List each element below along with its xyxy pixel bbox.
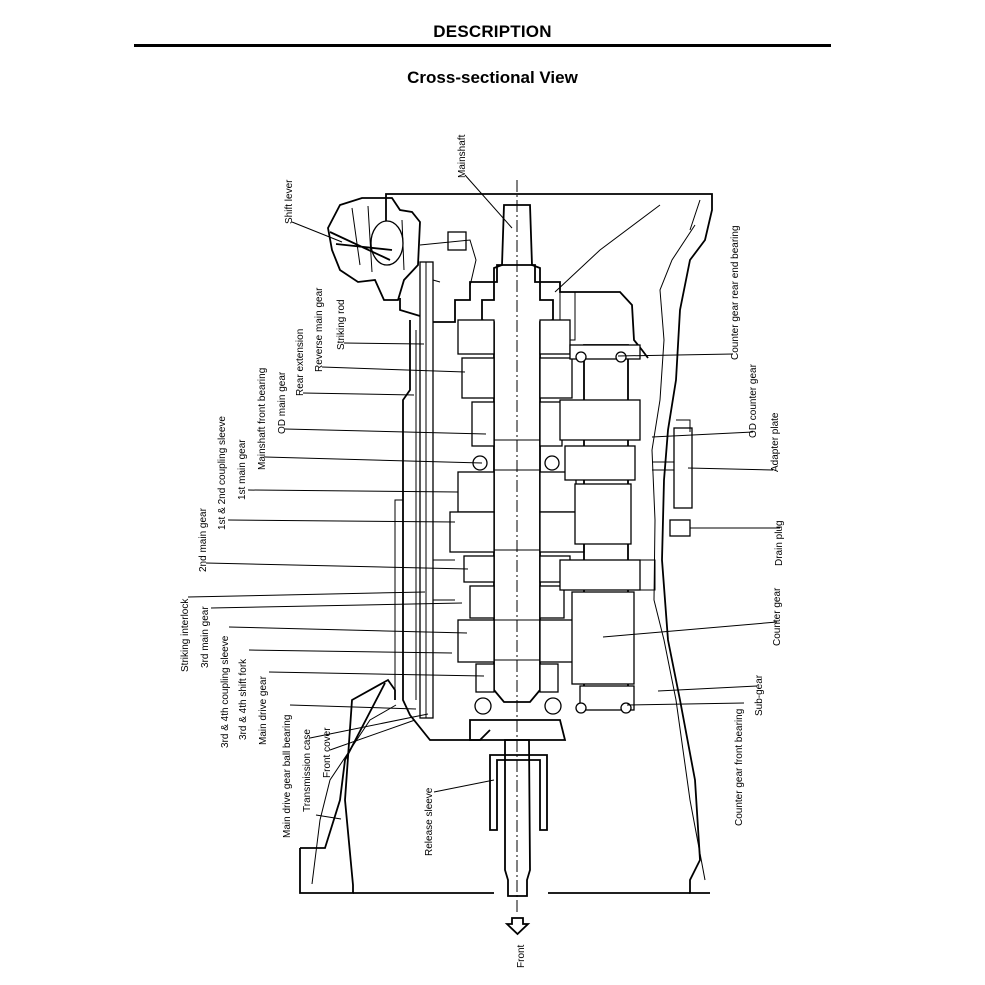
transmission-case-outline [299,678,396,894]
label-striking-rod: Striking rod [336,299,347,350]
input-shaft [504,739,531,897]
label-third-main-gear: 3rd main gear [200,606,211,668]
case-inner-wall-right [651,199,706,881]
label-mainshaft: Mainshaft [457,134,468,178]
mainshaft-gears [449,319,585,715]
label-front-cover: Front cover [322,727,333,778]
label-main-drive-gear-ball-bearing: Main drive gear ball bearing [282,715,293,838]
drain-plug [669,519,691,537]
label-main-drive-gear: Main drive gear [258,675,269,745]
front-arrow-icon [504,917,531,936]
counter-gear-assembly [559,344,656,714]
transmission-drawing [299,180,713,936]
label-counter-gear-front-bearing: Counter gear front bearing [734,709,745,826]
diagram-title: Cross-sectional View [407,68,578,87]
label-mainshaft-front-bearing: Mainshaft front bearing [257,368,268,470]
case-inner-wall-left [311,704,397,885]
label-counter-gear: Counter gear [772,587,783,646]
header-rule [134,44,831,47]
label-third-fourth-shift-fork: 3rd & 4th shift fork [238,658,249,740]
label-reverse-main-gear: Reverse main gear [314,287,325,372]
label-shift-lever: Shift lever [284,179,295,224]
label-first-second-coupling-sleeve: 1st & 2nd coupling sleeve [217,416,228,530]
transmission-case-right-outline [385,193,713,894]
shift-lever-assembly [327,197,477,301]
front-cover [469,719,567,741]
label-release-sleeve: Release sleeve [424,787,435,856]
label-rear-extension: Rear extension [295,329,306,396]
label-counter-gear-rear-end-bearing: Counter gear rear end bearing [730,225,741,360]
label-third-fourth-coupling-sleeve: 3rd & 4th coupling sleeve [220,635,231,748]
rear-extension-outline [399,264,649,359]
mainshaft-body [481,204,554,703]
label-sub-gear: Sub-gear [754,674,765,716]
release-sleeve-body [489,754,548,831]
label-striking-interlock: Striking interlock [180,598,191,672]
label-first-main-gear: 1st main gear [237,439,248,500]
label-second-main-gear: 2nd main gear [198,507,209,572]
label-adapter-plate: Adapter plate [770,412,781,472]
label-od-counter-gear: OD counter gear [748,363,759,438]
label-transmission-case: Transmission case [302,729,313,812]
label-front: Front [516,944,527,968]
label-drain-plug: Drain plug [774,520,785,566]
leader-lines [187,174,780,820]
left-housing-wall-inner [394,330,417,700]
adapter-plate-bolt [652,419,691,471]
page-header-title: DESCRIPTION [433,22,552,41]
striking-rod-detail [425,262,455,718]
rear-extension-inner [554,204,661,341]
label-od-main-gear: OD main gear [277,371,288,434]
labels: Mainshaft Shift lever Striking rod Rever… [180,134,785,968]
